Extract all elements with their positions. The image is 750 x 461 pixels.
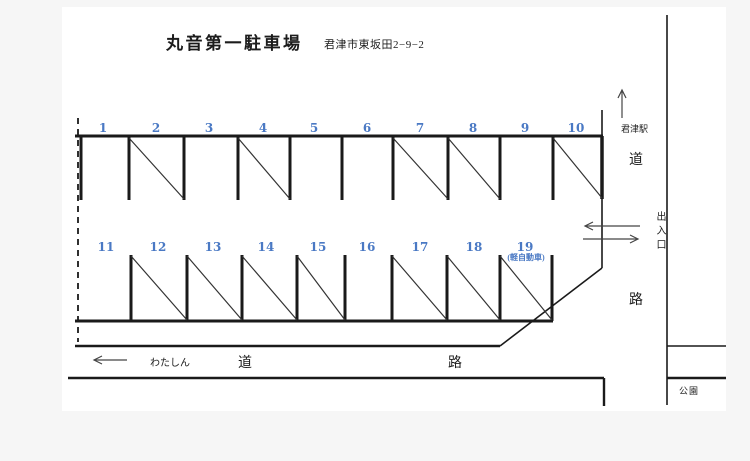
space-number-13: 13	[204, 240, 222, 254]
kei-car-note: (軽自動車)	[507, 253, 545, 262]
space-number-18: 18	[465, 240, 483, 254]
space-number-10: 10	[567, 121, 585, 135]
space-number-11: 11	[97, 240, 115, 254]
space-number-2: 2	[151, 121, 161, 135]
space-number-7: 7	[415, 121, 425, 135]
space-number-1: 1	[98, 121, 108, 135]
park-label: 公園	[679, 386, 700, 396]
station-label: 君津駅	[621, 124, 649, 134]
road-bottom-left-label: 道	[238, 356, 252, 371]
space-number-9: 9	[520, 121, 530, 135]
space-number-6: 6	[362, 121, 372, 135]
space-number-16: 16	[358, 240, 376, 254]
space-number-12: 12	[149, 240, 167, 254]
page-title: 丸音第一駐車場	[166, 34, 303, 53]
space-number-8: 8	[468, 121, 478, 135]
space-number-15: 15	[309, 240, 327, 254]
entrance-exit-label: 出入口	[654, 211, 665, 253]
space-number-5: 5	[309, 121, 319, 135]
space-number-4: 4	[258, 121, 268, 135]
road-bottom-right-label: 路	[448, 356, 462, 371]
page-address: 君津市東坂田2−9−2	[324, 39, 425, 51]
document-page	[62, 7, 726, 411]
road-right-top-label: 道	[629, 153, 643, 168]
space-number-17: 17	[411, 240, 429, 254]
watashin-label: わたしん	[150, 358, 190, 369]
space-number-19: 19	[516, 240, 534, 254]
space-number-3: 3	[204, 121, 214, 135]
road-right-bottom-label: 路	[629, 293, 643, 308]
space-number-14: 14	[257, 240, 275, 254]
